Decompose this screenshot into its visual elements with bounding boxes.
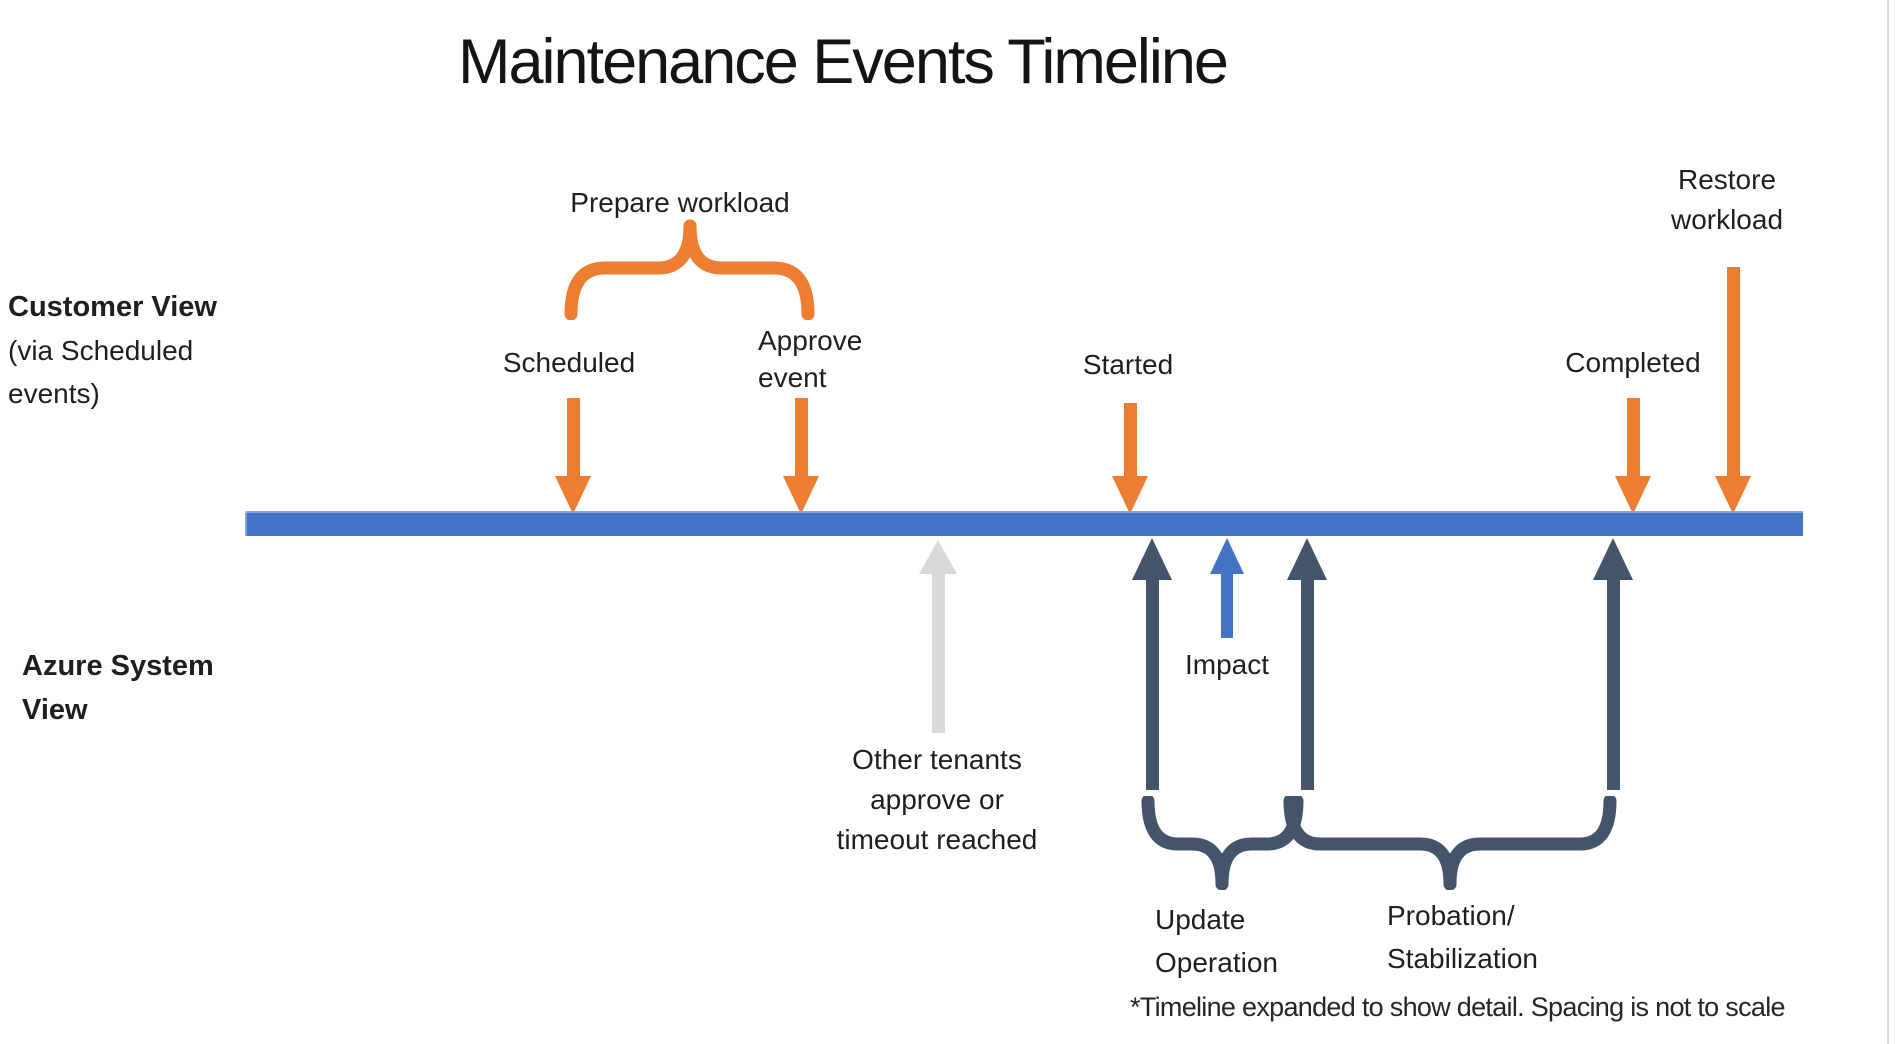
footnote: *Timeline expanded to show detail. Spaci… [1130,992,1786,1022]
azure-view-title-line1: Azure System [22,650,214,682]
impact-label: Impact [1184,649,1270,680]
customer-view-lane-label: Customer View (via Scheduled events) [8,286,217,415]
other-tenants-arrow [919,540,957,733]
scheduled-arrow-head [555,476,591,514]
probation-end-arrow-head [1593,538,1633,580]
update-operation-label-line2: Operation [1155,947,1278,978]
impact-arrow [1210,538,1244,638]
update-end-arrow-head [1287,538,1327,580]
restore-workload-arrow [1715,267,1751,514]
restore-workload-arrow-shaft [1726,267,1740,476]
probation-stabilization-brace [1283,796,1617,890]
update-operation-brace [1141,796,1304,890]
other-tenants-label-line2: approve or [870,784,1004,815]
scheduled-arrow [555,398,591,514]
impact-arrow-shaft [1221,574,1233,638]
update-end-arrow [1287,538,1327,790]
impact-arrow-head [1210,538,1244,574]
other-tenants-label: Other tenants approve or timeout reached [770,740,1104,860]
probation-end-arrow-shaft [1606,580,1620,790]
other-tenants-label-line1: Other tenants [852,744,1022,775]
update-end-arrow-shaft [1300,580,1314,790]
update-start-arrow-head [1132,538,1172,580]
update-operation-label: Update Operation [1155,898,1278,984]
right-edge-line [1887,0,1889,1044]
probation-end-arrow [1593,538,1633,790]
probation-stabilization-label: Probation/ Stabilization [1387,894,1538,980]
completed-arrow-shaft [1626,398,1640,476]
completed-label: Completed [1565,347,1701,378]
customer-view-subtitle-line1: (via Scheduled [8,335,194,366]
restore-workload-label-line1: Restore [1677,164,1777,195]
approve-event-arrow-shaft [794,398,808,476]
completed-arrow-head [1615,476,1651,514]
probation-stabilization-label-line1: Probation/ [1387,900,1515,931]
prepare-workload-label: Prepare workload [570,187,790,218]
approve-event-label: Approve event [758,322,862,396]
customer-view-title: Customer View [8,291,217,323]
started-label: Started [1082,349,1174,380]
azure-view-title-line2: View [22,694,88,726]
started-arrow-head [1112,476,1148,514]
customer-view-subtitle-line2: events) [8,378,100,409]
azure-system-view-lane-label: Azure System View [22,644,214,732]
other-tenants-arrow-shaft [931,574,945,733]
update-start-arrow [1132,538,1172,790]
completed-arrow [1615,398,1651,514]
other-tenants-label-line3: timeout reached [836,824,1038,855]
scheduled-arrow-shaft [566,398,580,476]
prepare-workload-brace [564,219,815,320]
update-start-arrow-shaft [1145,580,1159,790]
restore-workload-label-line2: workload [1670,204,1784,235]
approve-event-label-line2: event [758,362,827,393]
restore-workload-label: Restore workload [1607,160,1847,240]
timeline-bar [245,511,1803,536]
restore-workload-arrow-head [1715,476,1751,514]
approve-event-label-line1: Approve [758,325,863,356]
page-title: Maintenance Events Timeline [458,27,1229,97]
scheduled-label: Scheduled [502,347,636,378]
update-operation-label-line1: Update [1155,904,1246,935]
approve-event-arrow-head [783,476,819,514]
approve-event-arrow [783,398,819,514]
probation-stabilization-label-line2: Stabilization [1387,943,1538,974]
started-arrow [1112,403,1148,514]
started-arrow-shaft [1123,403,1137,476]
other-tenants-arrow-head [919,540,957,574]
